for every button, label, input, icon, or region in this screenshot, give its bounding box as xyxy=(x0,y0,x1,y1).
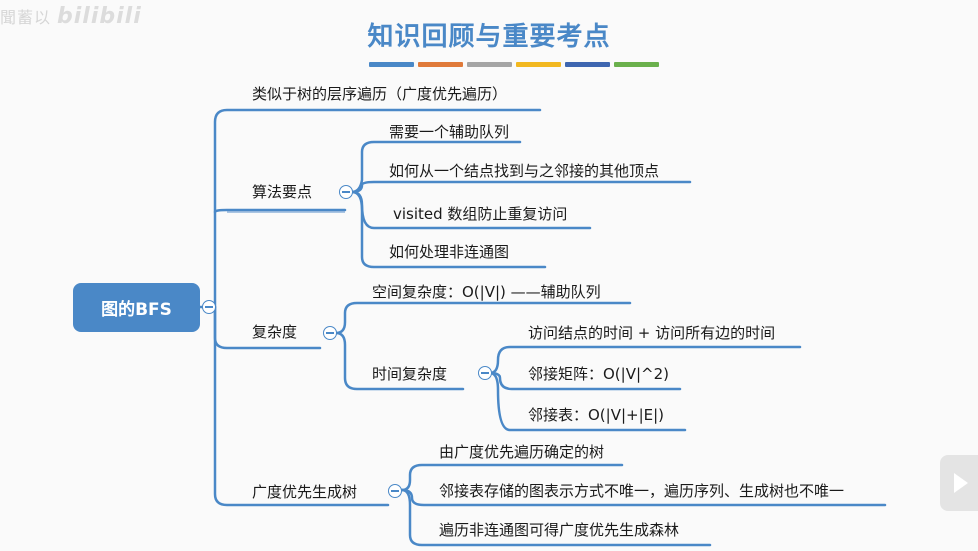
root-collapse-button[interactable] xyxy=(202,300,216,314)
root-node[interactable]: 图的BFS xyxy=(73,283,200,332)
color-bar-1 xyxy=(369,62,414,67)
branch-algorithm-points[interactable]: 算法要点 xyxy=(252,183,313,201)
time-item-matrix[interactable]: 邻接矩阵：O(|V|^2) xyxy=(528,365,669,383)
algorithm-collapse-button[interactable] xyxy=(339,185,353,199)
tree-item-determined[interactable]: 由广度优先遍历确定的树 xyxy=(439,443,605,461)
complexity-space[interactable]: 空间复杂度：O(|V|) ——辅助队列 xyxy=(372,283,601,301)
color-bar-3 xyxy=(467,62,512,67)
complexity-collapse-button[interactable] xyxy=(323,326,337,340)
branch-complexity[interactable]: 复杂度 xyxy=(252,323,298,341)
branch-bfs-spanning-tree[interactable]: 广度优先生成树 xyxy=(252,483,358,501)
watermark: 聞蓄以 bilibili xyxy=(0,4,142,29)
time-item-list[interactable]: 邻接表：O(|V|+|E|) xyxy=(528,406,665,424)
tree-item-forest[interactable]: 遍历非连通图可得广度优先生成森林 xyxy=(439,521,680,539)
algo-item-queue[interactable]: 需要一个辅助队列 xyxy=(389,123,510,141)
color-bar-4 xyxy=(516,62,561,67)
algo-item-adjacent[interactable]: 如何从一个结点找到与之邻接的其他顶点 xyxy=(389,162,660,180)
color-bar-5 xyxy=(565,62,610,67)
tree-collapse-button[interactable] xyxy=(388,484,402,498)
branch-bfs-like-tree[interactable]: 类似于树的层序遍历（广度优先遍历） xyxy=(252,85,508,103)
color-bar-6 xyxy=(614,62,659,67)
time-collapse-button[interactable] xyxy=(478,366,492,380)
algo-item-visited[interactable]: visited 数组防止重复访问 xyxy=(393,205,568,223)
tree-item-not-unique[interactable]: 邻接表存储的图表示方式不唯一，遍历序列、生成树也不唯一 xyxy=(439,482,845,500)
watermark-text: 聞蓄以 xyxy=(0,8,52,27)
color-bar-2 xyxy=(418,62,463,67)
bilibili-logo: bilibili xyxy=(57,4,142,29)
time-item-total[interactable]: 访问结点的时间 + 访问所有边的时间 xyxy=(528,324,776,342)
play-icon[interactable] xyxy=(940,455,978,511)
page-title: 知识回顾与重要考点 xyxy=(367,22,611,52)
algo-item-disconnected[interactable]: 如何处理非连通图 xyxy=(389,243,510,261)
title-color-bars xyxy=(0,62,978,68)
complexity-time[interactable]: 时间复杂度 xyxy=(372,365,448,383)
